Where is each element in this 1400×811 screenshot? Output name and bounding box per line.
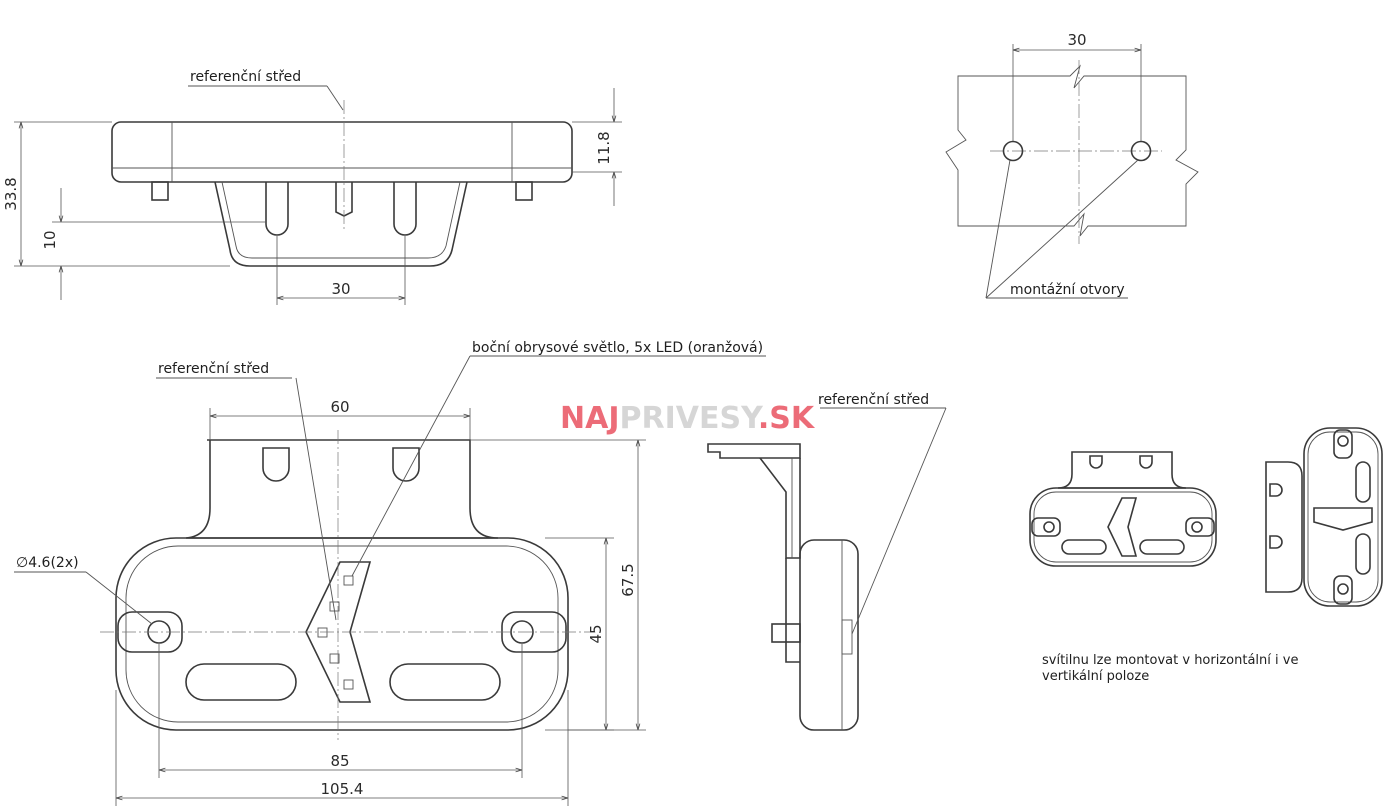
mounting-note-line1: svítilnu lze montovat v horizontální i v… (1042, 653, 1298, 668)
dim-hole-spacing: 30 (1067, 31, 1086, 49)
watermark-part3: .SK (758, 401, 816, 436)
mounting-holes-label: montážní otvory (1010, 282, 1125, 298)
side-profile: referenční střed (707, 392, 947, 731)
thumbnail-vertical (1265, 427, 1383, 607)
hole-diameter-label: ∅4.6(2x) (16, 555, 79, 571)
dim-bracket-width: 60 (330, 398, 349, 416)
watermark: NAJPRIVESY.SK (560, 401, 816, 436)
mounting-note-line2: vertikální poloze (1042, 669, 1149, 684)
side-light-label: boční obrysové světlo, 5x LED (oranžová) (472, 340, 763, 356)
svg-text:NAJPRIVESY.SK: NAJPRIVESY.SK (560, 401, 816, 436)
dim-height-pin: 10 (41, 230, 59, 249)
dim-pin-spacing: 30 (331, 280, 350, 298)
front-view: referenční střed boční obrysové světlo, … (14, 340, 766, 806)
watermark-part1: NAJ (560, 401, 620, 436)
dim-height-lens: 45 (587, 624, 605, 643)
ref-center-label-3: referenční střed (818, 392, 929, 408)
dim-hole-distance: 85 (330, 752, 349, 770)
thumbnail-horizontal (1029, 451, 1217, 567)
dim-height-overall: 67.5 (619, 563, 637, 596)
mounting-hole-right (1130, 140, 1152, 162)
ref-center-label-1: referenční střed (190, 69, 301, 85)
dim-height-body: 11.8 (595, 131, 613, 164)
watermark-part2: PRIVESY (620, 401, 765, 436)
hole-template: 30 montážní otvory (945, 31, 1199, 299)
dim-height-total: 33.8 (2, 177, 20, 210)
dim-width-overall: 105.4 (321, 780, 364, 798)
ref-center-label-2: referenční střed (158, 361, 269, 377)
side-view-top: referenční střed 33.8 10 11.8 30 (2, 69, 622, 305)
mounting-hole-left (1002, 140, 1024, 162)
